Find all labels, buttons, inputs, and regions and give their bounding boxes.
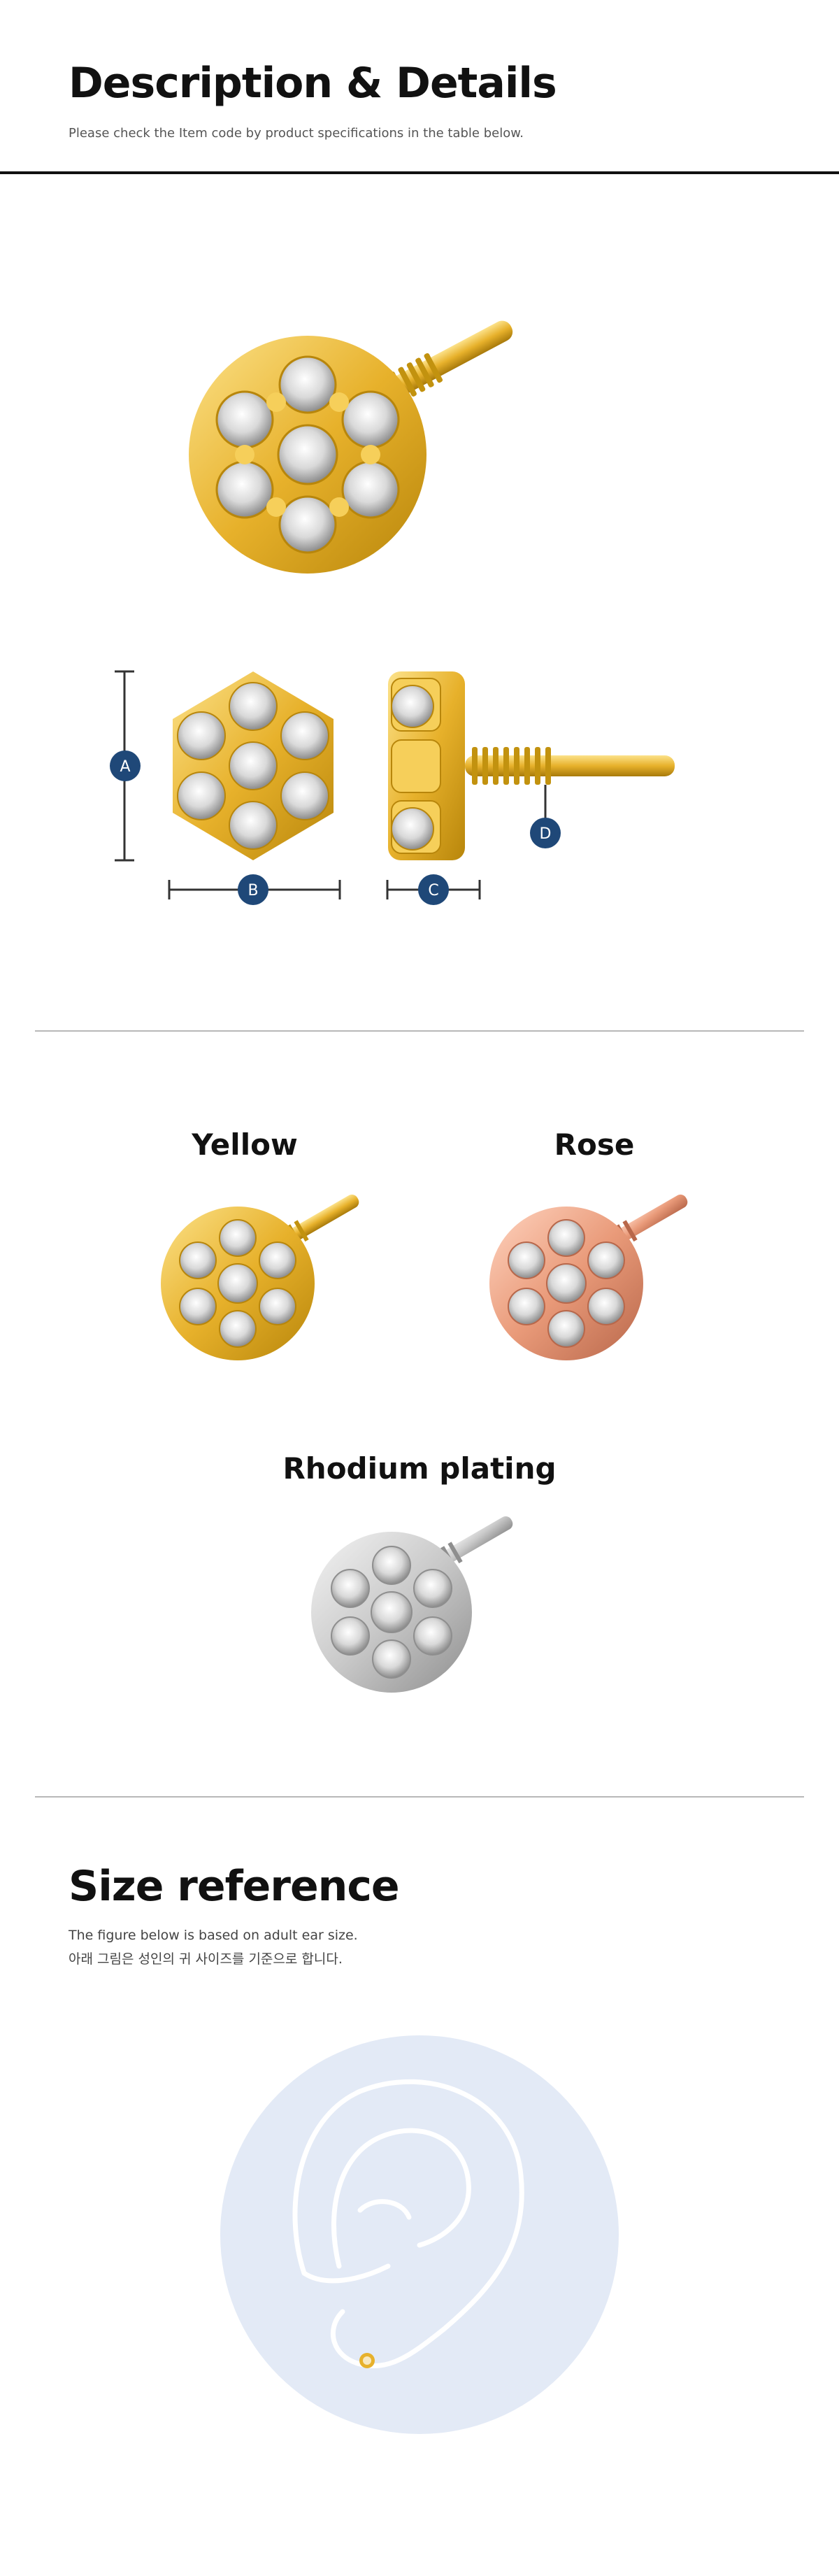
- section-divider: [35, 1030, 804, 1032]
- page-title: Description & Details: [69, 59, 557, 108]
- badge-d: D: [530, 818, 561, 848]
- header-divider: [0, 171, 839, 174]
- svg-text:D: D: [540, 825, 552, 843]
- badge-a: A: [110, 750, 141, 781]
- badge-c: C: [418, 874, 449, 905]
- product-image-main: [189, 320, 513, 574]
- svg-text:C: C: [428, 882, 438, 899]
- earring-marker-icon: [359, 2353, 375, 2368]
- variant-label-rose: Rose: [554, 1127, 635, 1162]
- page-subtitle: Please check the Item code by product sp…: [69, 126, 524, 141]
- svg-text:B: B: [248, 882, 258, 899]
- dimension-diagram: [115, 670, 675, 899]
- variant-image-yellow: [161, 1194, 359, 1360]
- badge-b: B: [238, 874, 268, 905]
- section-divider-2: [35, 1796, 804, 1798]
- size-reference-title: Size reference: [69, 1862, 400, 1911]
- size-reference-line2: 아래 그림은 성인의 귀 사이즈를 기준으로 합니다.: [69, 1951, 343, 1967]
- ear-illustration: [220, 2035, 619, 2434]
- variant-label-yellow: Yellow: [192, 1127, 298, 1162]
- size-reference-line1: The figure below is based on adult ear s…: [69, 1928, 358, 1943]
- variant-image-rhodium: [311, 1516, 513, 1693]
- variant-label-rhodium: Rhodium plating: [282, 1451, 557, 1486]
- variant-image-rose: [489, 1194, 688, 1360]
- svg-text:A: A: [120, 758, 130, 776]
